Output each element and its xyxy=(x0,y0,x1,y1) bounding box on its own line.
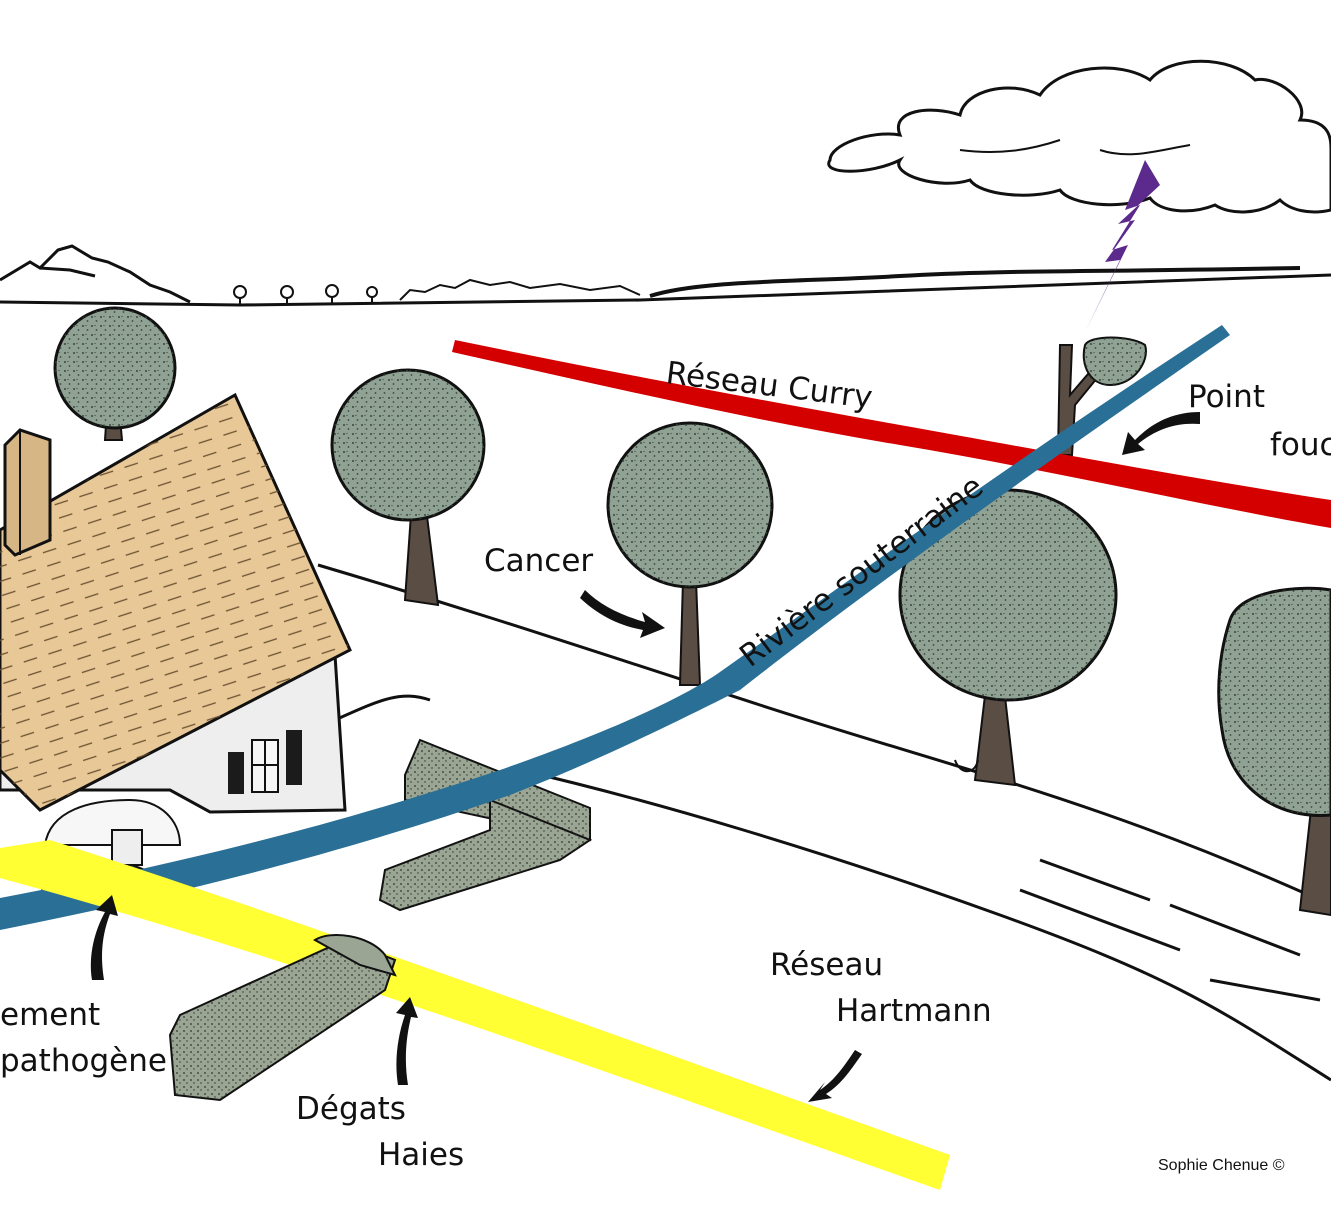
hartmann-label-line1: Réseau xyxy=(770,947,884,983)
cloud-icon xyxy=(827,59,1331,214)
point-label-line1: Point xyxy=(1188,379,1265,415)
hedge-icon xyxy=(168,934,397,1102)
tree-icon xyxy=(606,421,774,686)
credit-text: Sophie Chenue © xyxy=(1158,1157,1285,1174)
lightning-icon xyxy=(1085,160,1160,332)
arrow-icon xyxy=(90,412,1200,1102)
pathogenic-location-label-line1: ement xyxy=(0,997,101,1033)
chimney xyxy=(3,428,52,557)
tree-icon xyxy=(330,368,486,607)
hartmann-network-line xyxy=(0,840,950,1190)
hartmann-label-line2: Hartmann xyxy=(836,993,992,1029)
doorway xyxy=(43,798,182,846)
mountain-icon xyxy=(0,244,191,304)
pathogenic-location-label-line2: pathogène xyxy=(0,1043,167,1079)
hedge-damage-label-line2: Haies xyxy=(378,1137,465,1173)
curry-network-line xyxy=(452,340,1331,528)
window xyxy=(228,730,302,794)
tree-icon xyxy=(898,488,1118,787)
ground-lines xyxy=(0,273,1331,1082)
tree-icon xyxy=(1217,586,1331,917)
horizon-town xyxy=(233,266,1301,304)
house-icon xyxy=(0,392,352,905)
cancer-label: Cancer xyxy=(484,543,594,579)
point-label-line2: fouc xyxy=(1270,427,1331,463)
hedge-damage-label-line1: Dégats xyxy=(296,1091,406,1127)
tree-icon xyxy=(1056,336,1147,456)
tree-icon xyxy=(53,306,177,441)
